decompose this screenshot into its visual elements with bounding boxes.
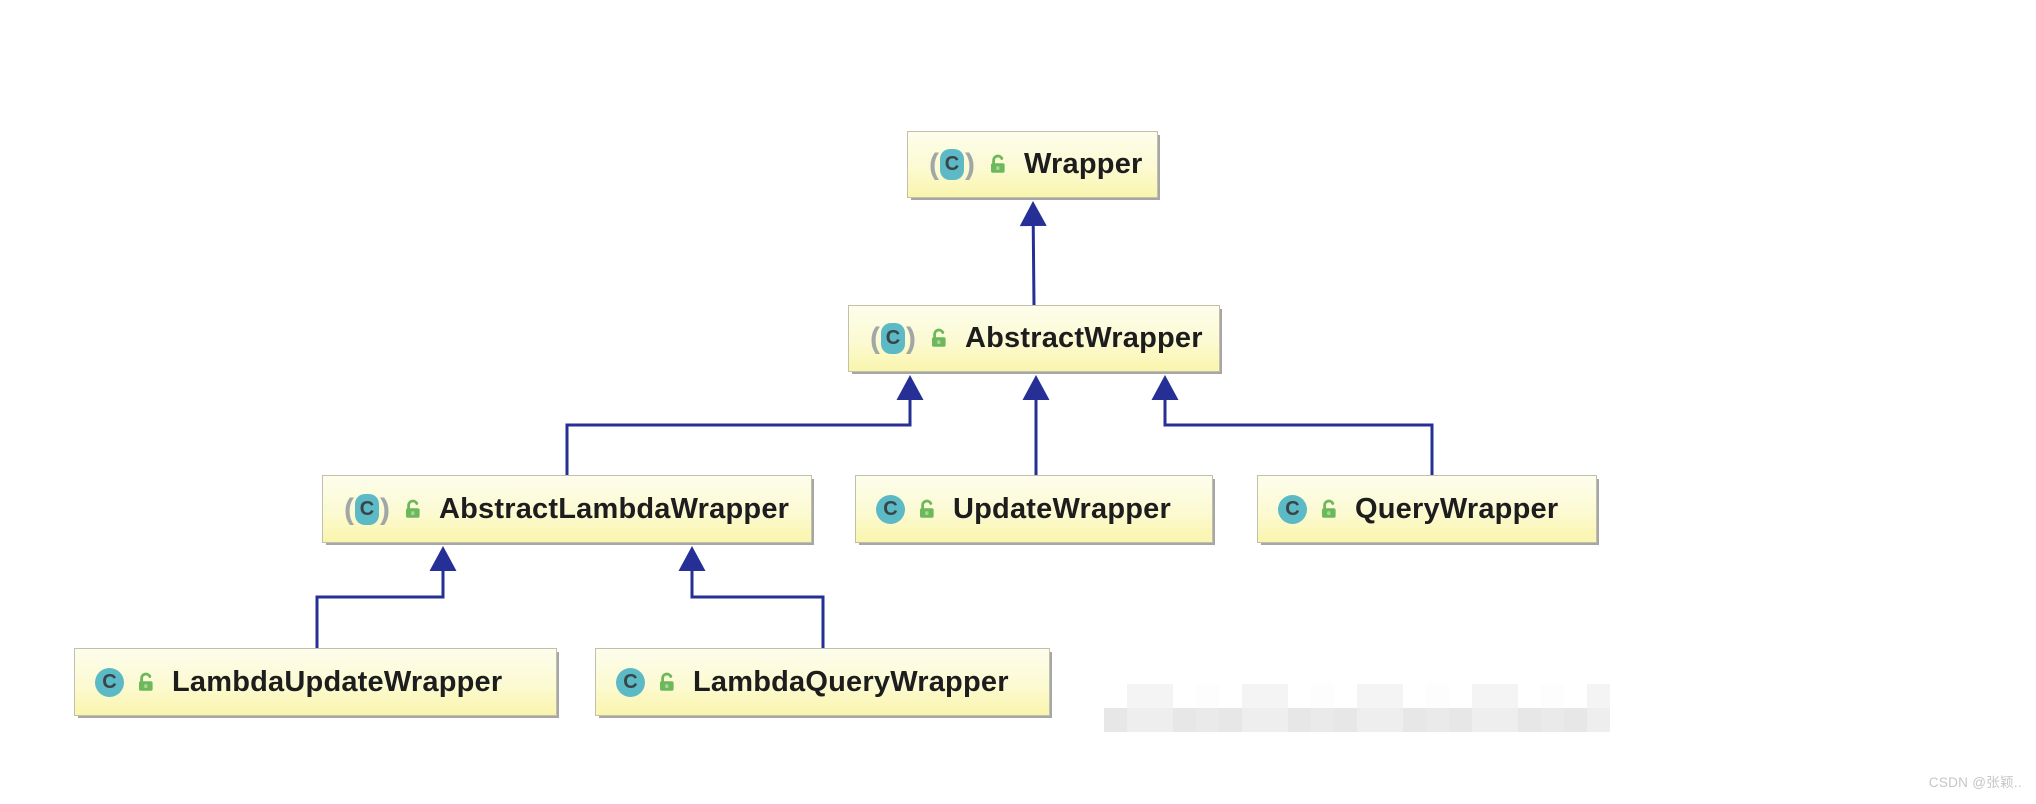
- mosaic-cell: [1173, 684, 1196, 708]
- mosaic-cell: [1334, 684, 1357, 708]
- mosaic-cell: [1518, 708, 1541, 732]
- mosaic-cell: [1357, 684, 1380, 708]
- mosaic-cell: [1449, 708, 1472, 732]
- mosaic-cell: [1288, 684, 1311, 708]
- abstract-class-icon: (C): [344, 492, 390, 526]
- mosaic-cell: [1541, 708, 1564, 732]
- mosaic-cell: [1449, 684, 1472, 708]
- class-icon: C: [95, 667, 124, 697]
- mosaic-cell: [1150, 684, 1173, 708]
- class-name-label: AbstractLambdaWrapper: [439, 492, 790, 525]
- class-icon: C: [876, 494, 905, 524]
- extends-edge-abstract-wrapper: [1031, 225, 1036, 306]
- class-node-lambda-update-wrapper[interactable]: C LambdaUpdateWrapper: [74, 648, 557, 716]
- mosaic-cell: [1334, 708, 1357, 732]
- mosaic-cell: [1495, 684, 1518, 708]
- extends-edge-query-wrapper: [1163, 400, 1434, 476]
- extends-arrowhead-lambda-update-wrapper: [429, 546, 457, 571]
- class-icon: C: [616, 667, 645, 697]
- mosaic-cell: [1564, 708, 1587, 732]
- mosaic-cell: [1127, 684, 1150, 708]
- mosaic-cell: [1518, 684, 1541, 708]
- public-open-lock-icon: [1318, 498, 1340, 521]
- mosaic-cell: [1380, 708, 1403, 732]
- mosaic-cell: [1472, 684, 1495, 708]
- class-name-label: Wrapper: [1024, 148, 1143, 180]
- extends-arrowhead-lambda-query-wrapper: [678, 546, 706, 571]
- mosaic-cell: [1426, 684, 1449, 708]
- mosaic-cell: [1426, 708, 1449, 732]
- class-node-update-wrapper[interactable]: C UpdateWrapper: [855, 475, 1213, 543]
- mosaic-cell: [1587, 708, 1610, 732]
- mosaic-cell: [1219, 708, 1242, 732]
- public-open-lock-icon: [987, 153, 1009, 176]
- public-open-lock-icon: [928, 327, 950, 350]
- mosaic-cell: [1127, 708, 1150, 732]
- class-icon: C: [1278, 494, 1307, 524]
- extends-arrowhead-query-wrapper: [1151, 375, 1179, 400]
- extends-arrowhead-update-wrapper: [1022, 375, 1050, 400]
- mosaic-cell: [1150, 708, 1173, 732]
- class-name-label: AbstractWrapper: [965, 322, 1203, 354]
- mosaic-cell: [1587, 684, 1610, 708]
- abstract-class-icon: (C): [929, 148, 975, 181]
- mosaic-cell: [1265, 708, 1288, 732]
- mosaic-cell: [1219, 684, 1242, 708]
- mosaic-cell: [1380, 684, 1403, 708]
- public-open-lock-icon: [402, 498, 424, 521]
- extends-arrowhead-abstract-wrapper: [1019, 201, 1047, 227]
- mosaic-cell: [1472, 708, 1495, 732]
- mosaic-cell: [1495, 708, 1518, 732]
- mosaic-cell: [1403, 708, 1426, 732]
- mosaic-cell: [1357, 708, 1380, 732]
- censored-pixelated-watermark: [1104, 684, 1610, 732]
- mosaic-cell: [1311, 684, 1334, 708]
- public-open-lock-icon: [916, 498, 938, 521]
- mosaic-cell: [1564, 684, 1587, 708]
- mosaic-cell: [1173, 708, 1196, 732]
- extends-edge-lambda-query-wrapper: [690, 571, 825, 649]
- mosaic-cell: [1311, 708, 1334, 732]
- class-node-wrapper[interactable]: (C) Wrapper: [907, 131, 1158, 198]
- class-node-query-wrapper[interactable]: C QueryWrapper: [1257, 475, 1597, 543]
- abstract-class-icon: (C): [870, 322, 916, 355]
- public-open-lock-icon: [656, 671, 678, 694]
- class-node-abstract-lambda-wrapper[interactable]: (C) AbstractLambdaWrapper: [322, 475, 812, 543]
- class-name-label: UpdateWrapper: [953, 492, 1171, 525]
- mosaic-cell: [1242, 684, 1265, 708]
- class-node-abstract-wrapper[interactable]: (C) AbstractWrapper: [848, 305, 1220, 372]
- class-node-lambda-query-wrapper[interactable]: C LambdaQueryWrapper: [595, 648, 1050, 716]
- extends-arrowhead-abstract-lambda-wrapper: [896, 375, 924, 400]
- extends-edge-abstract-lambda-wrapper: [565, 400, 912, 476]
- mosaic-cell: [1104, 708, 1127, 732]
- extends-edge-lambda-update-wrapper: [315, 571, 445, 649]
- class-name-label: LambdaQueryWrapper: [693, 665, 1009, 698]
- mosaic-cell: [1196, 708, 1219, 732]
- csdn-watermark-text: CSDN @张颖..: [1928, 775, 2022, 790]
- mosaic-cell: [1403, 684, 1426, 708]
- mosaic-cell: [1288, 708, 1311, 732]
- mosaic-cell: [1104, 684, 1127, 708]
- class-name-label: QueryWrapper: [1355, 492, 1559, 525]
- public-open-lock-icon: [135, 671, 157, 694]
- mosaic-cell: [1541, 684, 1564, 708]
- mosaic-cell: [1242, 708, 1265, 732]
- mosaic-cell: [1196, 684, 1219, 708]
- mosaic-cell: [1265, 684, 1288, 708]
- class-name-label: LambdaUpdateWrapper: [172, 665, 503, 698]
